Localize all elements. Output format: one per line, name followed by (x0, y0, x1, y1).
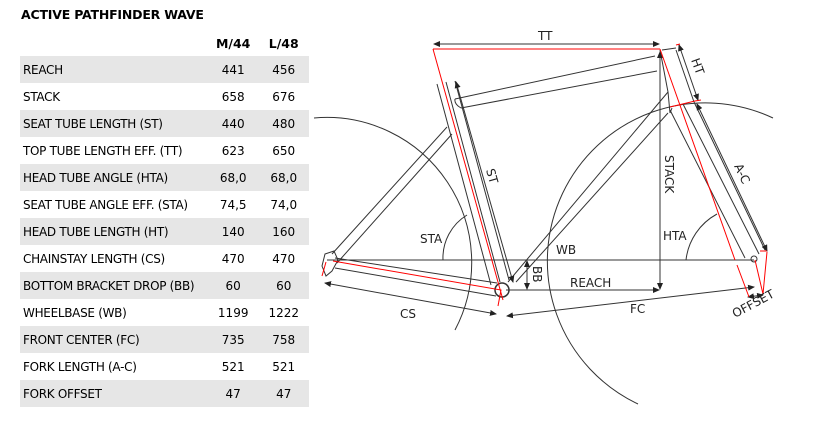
seat-stay (331, 126, 453, 264)
row-label: REACH (20, 56, 208, 83)
value-l48: 160 (258, 218, 309, 245)
table-row: CHAINSTAY LENGTH (CS) 470 470 (20, 245, 309, 272)
table-row: SEAT TUBE ANGLE EFF. (STA) 74,5 74,0 (20, 191, 309, 218)
rear-wheel (313, 116, 473, 331)
value-m44: 735 (207, 326, 259, 353)
value-l48: 74,0 (270, 197, 298, 212)
table-row: TOP TUBE LENGTH EFF. (TT) 623 650 (20, 137, 309, 164)
dropout (321, 250, 339, 277)
st-dimension (454, 81, 515, 283)
fc-label: FC (630, 302, 645, 316)
sta-label: STA (420, 232, 443, 246)
row-label: FORK OFFSET (20, 380, 208, 407)
row-label: BOTTOM BRACKET DROP (BB) (20, 272, 208, 299)
ac-dimension (696, 103, 768, 252)
value-m44: 74,5 (219, 197, 247, 212)
value-l48: 456 (258, 56, 309, 83)
value-l48: 470 (272, 251, 296, 266)
tt-label: TT (537, 29, 553, 43)
stack-label: STACK (662, 155, 676, 194)
table-header: M/44 L/48 (20, 31, 309, 56)
wb-label: WB (556, 243, 576, 257)
down-tube (507, 91, 669, 283)
front-wheel (546, 102, 774, 405)
value-l48: 1222 (268, 305, 299, 320)
value-m44: 623 (221, 143, 245, 158)
row-label: SEAT TUBE ANGLE EFF. (STA) (23, 197, 188, 212)
value-l48: 60 (258, 272, 309, 299)
offset-dimension (747, 292, 764, 300)
offset-label: OFFSET (730, 287, 777, 321)
value-l48: 521 (272, 359, 296, 374)
value-m44: 47 (207, 380, 259, 407)
table-row: FORK LENGTH (A-C) 521 521 (20, 353, 309, 380)
bb-label: BB (530, 266, 544, 282)
top-tube (454, 55, 658, 109)
size-column-header: M/44 (215, 36, 251, 51)
value-m44: 441 (207, 56, 259, 83)
cs-dimension (324, 281, 497, 316)
value-l48: 650 (272, 143, 296, 158)
row-label: HEAD TUBE LENGTH (HT) (20, 218, 208, 245)
value-l48: 758 (258, 326, 309, 353)
value-m44: 68,0 (207, 164, 259, 191)
ht-dimension (678, 44, 699, 101)
table-row: STACK 658 676 (20, 83, 309, 110)
cs-label: CS (400, 307, 416, 321)
value-m44: 1199 (217, 305, 249, 320)
value-l48: 47 (258, 380, 309, 407)
reach-label: REACH (570, 276, 611, 290)
value-m44: 140 (207, 218, 259, 245)
row-label: HEAD TUBE ANGLE (HTA) (20, 164, 208, 191)
row-label: FORK LENGTH (A-C) (23, 359, 137, 374)
value-m44: 658 (221, 89, 245, 104)
hta-label: HTA (663, 229, 687, 243)
value-l48: 68,0 (258, 164, 309, 191)
size-column-header: L/48 (268, 36, 299, 51)
page-title: ACTIVE PATHFINDER WAVE (21, 7, 204, 22)
st-label: ST (483, 167, 501, 186)
effective-geometry-lines (321, 43, 768, 307)
chainstay (334, 257, 498, 297)
value-l48: 676 (272, 89, 296, 104)
sta-arc (442, 214, 468, 261)
hta-arc (685, 213, 718, 261)
row-label: SEAT TUBE LENGTH (ST) (20, 110, 208, 137)
row-label: CHAINSTAY LENGTH (CS) (23, 251, 165, 266)
front-axle (750, 255, 758, 263)
row-label: WHEELBASE (WB) (23, 305, 127, 320)
row-label: TOP TUBE LENGTH EFF. (TT) (23, 143, 183, 158)
value-m44: 440 (207, 110, 259, 137)
value-l48: 480 (258, 110, 309, 137)
value-m44: 60 (207, 272, 259, 299)
row-label: FRONT CENTER (FC) (20, 326, 208, 353)
fc-dimension (506, 284, 755, 319)
row-label: STACK (23, 89, 60, 104)
value-m44: 521 (221, 359, 245, 374)
value-m44: 470 (221, 251, 245, 266)
table-row: WHEELBASE (WB) 1199 1222 (20, 299, 309, 326)
ht-label: HT (688, 56, 707, 77)
